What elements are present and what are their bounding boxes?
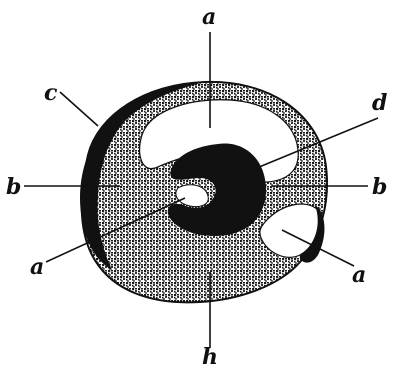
label-a-top: a	[202, 4, 216, 30]
label-c: c	[44, 80, 58, 106]
label-b-left: b	[6, 174, 21, 200]
label-b-right: b	[372, 174, 387, 200]
label-d: d	[372, 90, 387, 116]
label-a-right: a	[352, 262, 366, 288]
label-h: h	[202, 344, 218, 369]
leader-c	[60, 92, 98, 126]
label-a-left: a	[30, 254, 44, 280]
